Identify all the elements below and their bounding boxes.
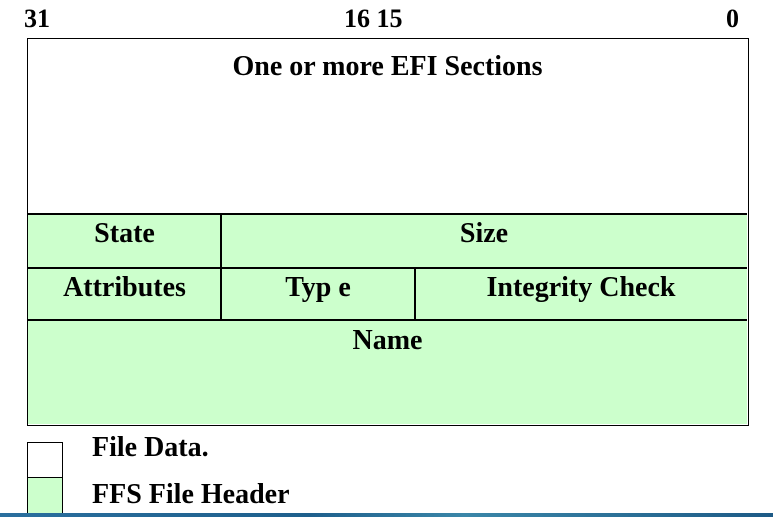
- attributes-label: Attributes: [63, 272, 186, 303]
- divider-line: [414, 268, 416, 320]
- bottom-decorative-strip: [0, 513, 773, 517]
- size-field: Size: [221, 220, 747, 266]
- state-field: State: [28, 220, 221, 266]
- name-field: Name: [28, 327, 747, 423]
- divider-line: [28, 267, 747, 269]
- type-field: Typ e: [221, 274, 415, 318]
- integrity-check-label: Integrity Check: [486, 272, 676, 303]
- bit-label-16-15: 16 15: [344, 4, 403, 33]
- state-label: State: [94, 218, 155, 249]
- divider-line: [28, 213, 747, 215]
- legend-label-ffs-header: FFS File Header: [92, 479, 290, 510]
- legend-swatch-file-data: [27, 442, 63, 479]
- bit-label-31: 31: [24, 4, 50, 33]
- legend-label-file-data: File Data.: [92, 432, 209, 463]
- efi-sections-label: One or more EFI Sections: [232, 51, 543, 82]
- name-label: Name: [352, 325, 423, 356]
- bit-label-0: 0: [726, 4, 739, 33]
- size-label: Size: [459, 218, 509, 249]
- legend-swatch-ffs-header: [27, 477, 63, 514]
- divider-line: [220, 214, 222, 320]
- type-label: Typ e: [285, 272, 351, 303]
- integrity-check-field: Integrity Check: [415, 274, 747, 318]
- divider-line: [28, 319, 747, 321]
- efi-sections-region: One or more EFI Sections: [28, 39, 747, 214]
- attributes-field: Attributes: [28, 274, 221, 318]
- ffs-file-diagram: One or more EFI Sections State Size Attr…: [27, 38, 749, 426]
